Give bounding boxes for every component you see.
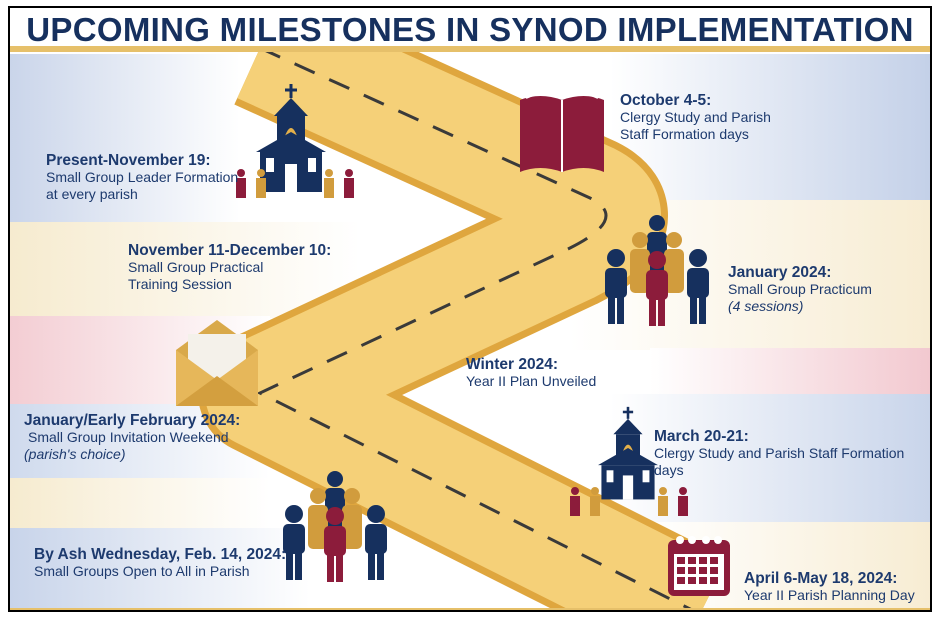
calendar-icon bbox=[668, 536, 730, 596]
milestone-heading: October 4-5: bbox=[620, 92, 712, 109]
small-people-icon bbox=[324, 169, 354, 198]
milestone-line: Training Session bbox=[128, 276, 232, 292]
milestone-winter-2024: Winter 2024: Year II Plan Unveiled bbox=[466, 356, 596, 390]
milestone-note: (4 sessions) bbox=[728, 298, 804, 314]
milestone-line: at every parish bbox=[46, 186, 138, 202]
winding-road bbox=[198, 8, 728, 610]
milestone-nov-dec: November 11-December 10: Small Group Pra… bbox=[128, 242, 331, 293]
envelope-icon bbox=[176, 320, 258, 406]
page-title: UPCOMING MILESTONES IN SYNOD IMPLEMENTAT… bbox=[26, 11, 914, 48]
people-group-icon bbox=[605, 215, 709, 326]
bottom-rule bbox=[10, 608, 930, 610]
band-top-right bbox=[610, 54, 930, 202]
milestone-heading: November 11-December 10: bbox=[128, 242, 332, 259]
band-cream-left bbox=[10, 222, 360, 318]
milestone-note: (parish's choice) bbox=[24, 446, 126, 462]
milestone-heading: Winter 2024: bbox=[466, 356, 559, 373]
milestone-heading: By Ash Wednesday, Feb. 14, 2024: bbox=[34, 546, 287, 563]
milestone-line: Small Group Leader Formation bbox=[46, 169, 239, 185]
band-pink-right bbox=[650, 348, 930, 394]
milestone-jan-feb-2024: January/Early February 2024: Small Group… bbox=[24, 412, 240, 463]
milestone-line: Small Group Practical bbox=[128, 259, 264, 275]
milestone-heading: March 20-21: bbox=[654, 428, 749, 445]
milestone-april-may: April 6-May 18, 2024: Year II Parish Pla… bbox=[744, 570, 915, 604]
milestone-line: Clergy Study and Parish Staff Formation … bbox=[654, 445, 905, 478]
small-people-icon bbox=[236, 169, 266, 198]
milestone-line: Year II Plan Unveiled bbox=[466, 373, 597, 389]
milestone-line: Small Groups Open to All in Parish bbox=[34, 563, 250, 579]
road-center-line bbox=[256, 46, 696, 610]
band-cream-bottom-left bbox=[10, 478, 270, 528]
milestone-heading: January 2024: bbox=[728, 264, 832, 281]
title-underline bbox=[10, 46, 930, 52]
milestone-october: October 4-5: Clergy Study and Parish Sta… bbox=[620, 92, 771, 143]
small-people-icon bbox=[570, 487, 600, 516]
milestone-march: March 20-21: Clergy Study and Parish Sta… bbox=[654, 428, 930, 479]
title-band bbox=[10, 8, 930, 48]
milestone-line: Small Group Practicum bbox=[728, 281, 872, 297]
people-group-icon bbox=[283, 471, 387, 582]
milestone-january-2024: January 2024: Small Group Practicum (4 s… bbox=[728, 264, 872, 315]
milestone-ash-wednesday: By Ash Wednesday, Feb. 14, 2024: Small G… bbox=[34, 546, 286, 580]
band-blue-bottom-left bbox=[10, 528, 310, 610]
milestone-line: Clergy Study and Parish bbox=[620, 109, 771, 125]
small-people-icon bbox=[658, 487, 688, 516]
milestone-line: Year II Parish Planning Day bbox=[744, 587, 915, 603]
band-top-left bbox=[10, 54, 240, 234]
milestone-heading: April 6-May 18, 2024: bbox=[744, 570, 898, 587]
church-icon bbox=[256, 84, 326, 192]
infographic: UPCOMING MILESTONES IN SYNOD IMPLEMENTAT… bbox=[8, 6, 932, 612]
milestone-line: Small Group Invitation Weekend bbox=[28, 429, 229, 445]
milestone-heading: Present-November 19: bbox=[46, 152, 211, 169]
church-icon bbox=[598, 406, 658, 500]
milestone-present-november: Present-November 19: Small Group Leader … bbox=[46, 152, 238, 203]
milestone-line: Staff Formation days bbox=[620, 126, 749, 142]
milestone-heading: January/Early February 2024: bbox=[24, 412, 241, 429]
open-book-icon bbox=[520, 93, 604, 172]
